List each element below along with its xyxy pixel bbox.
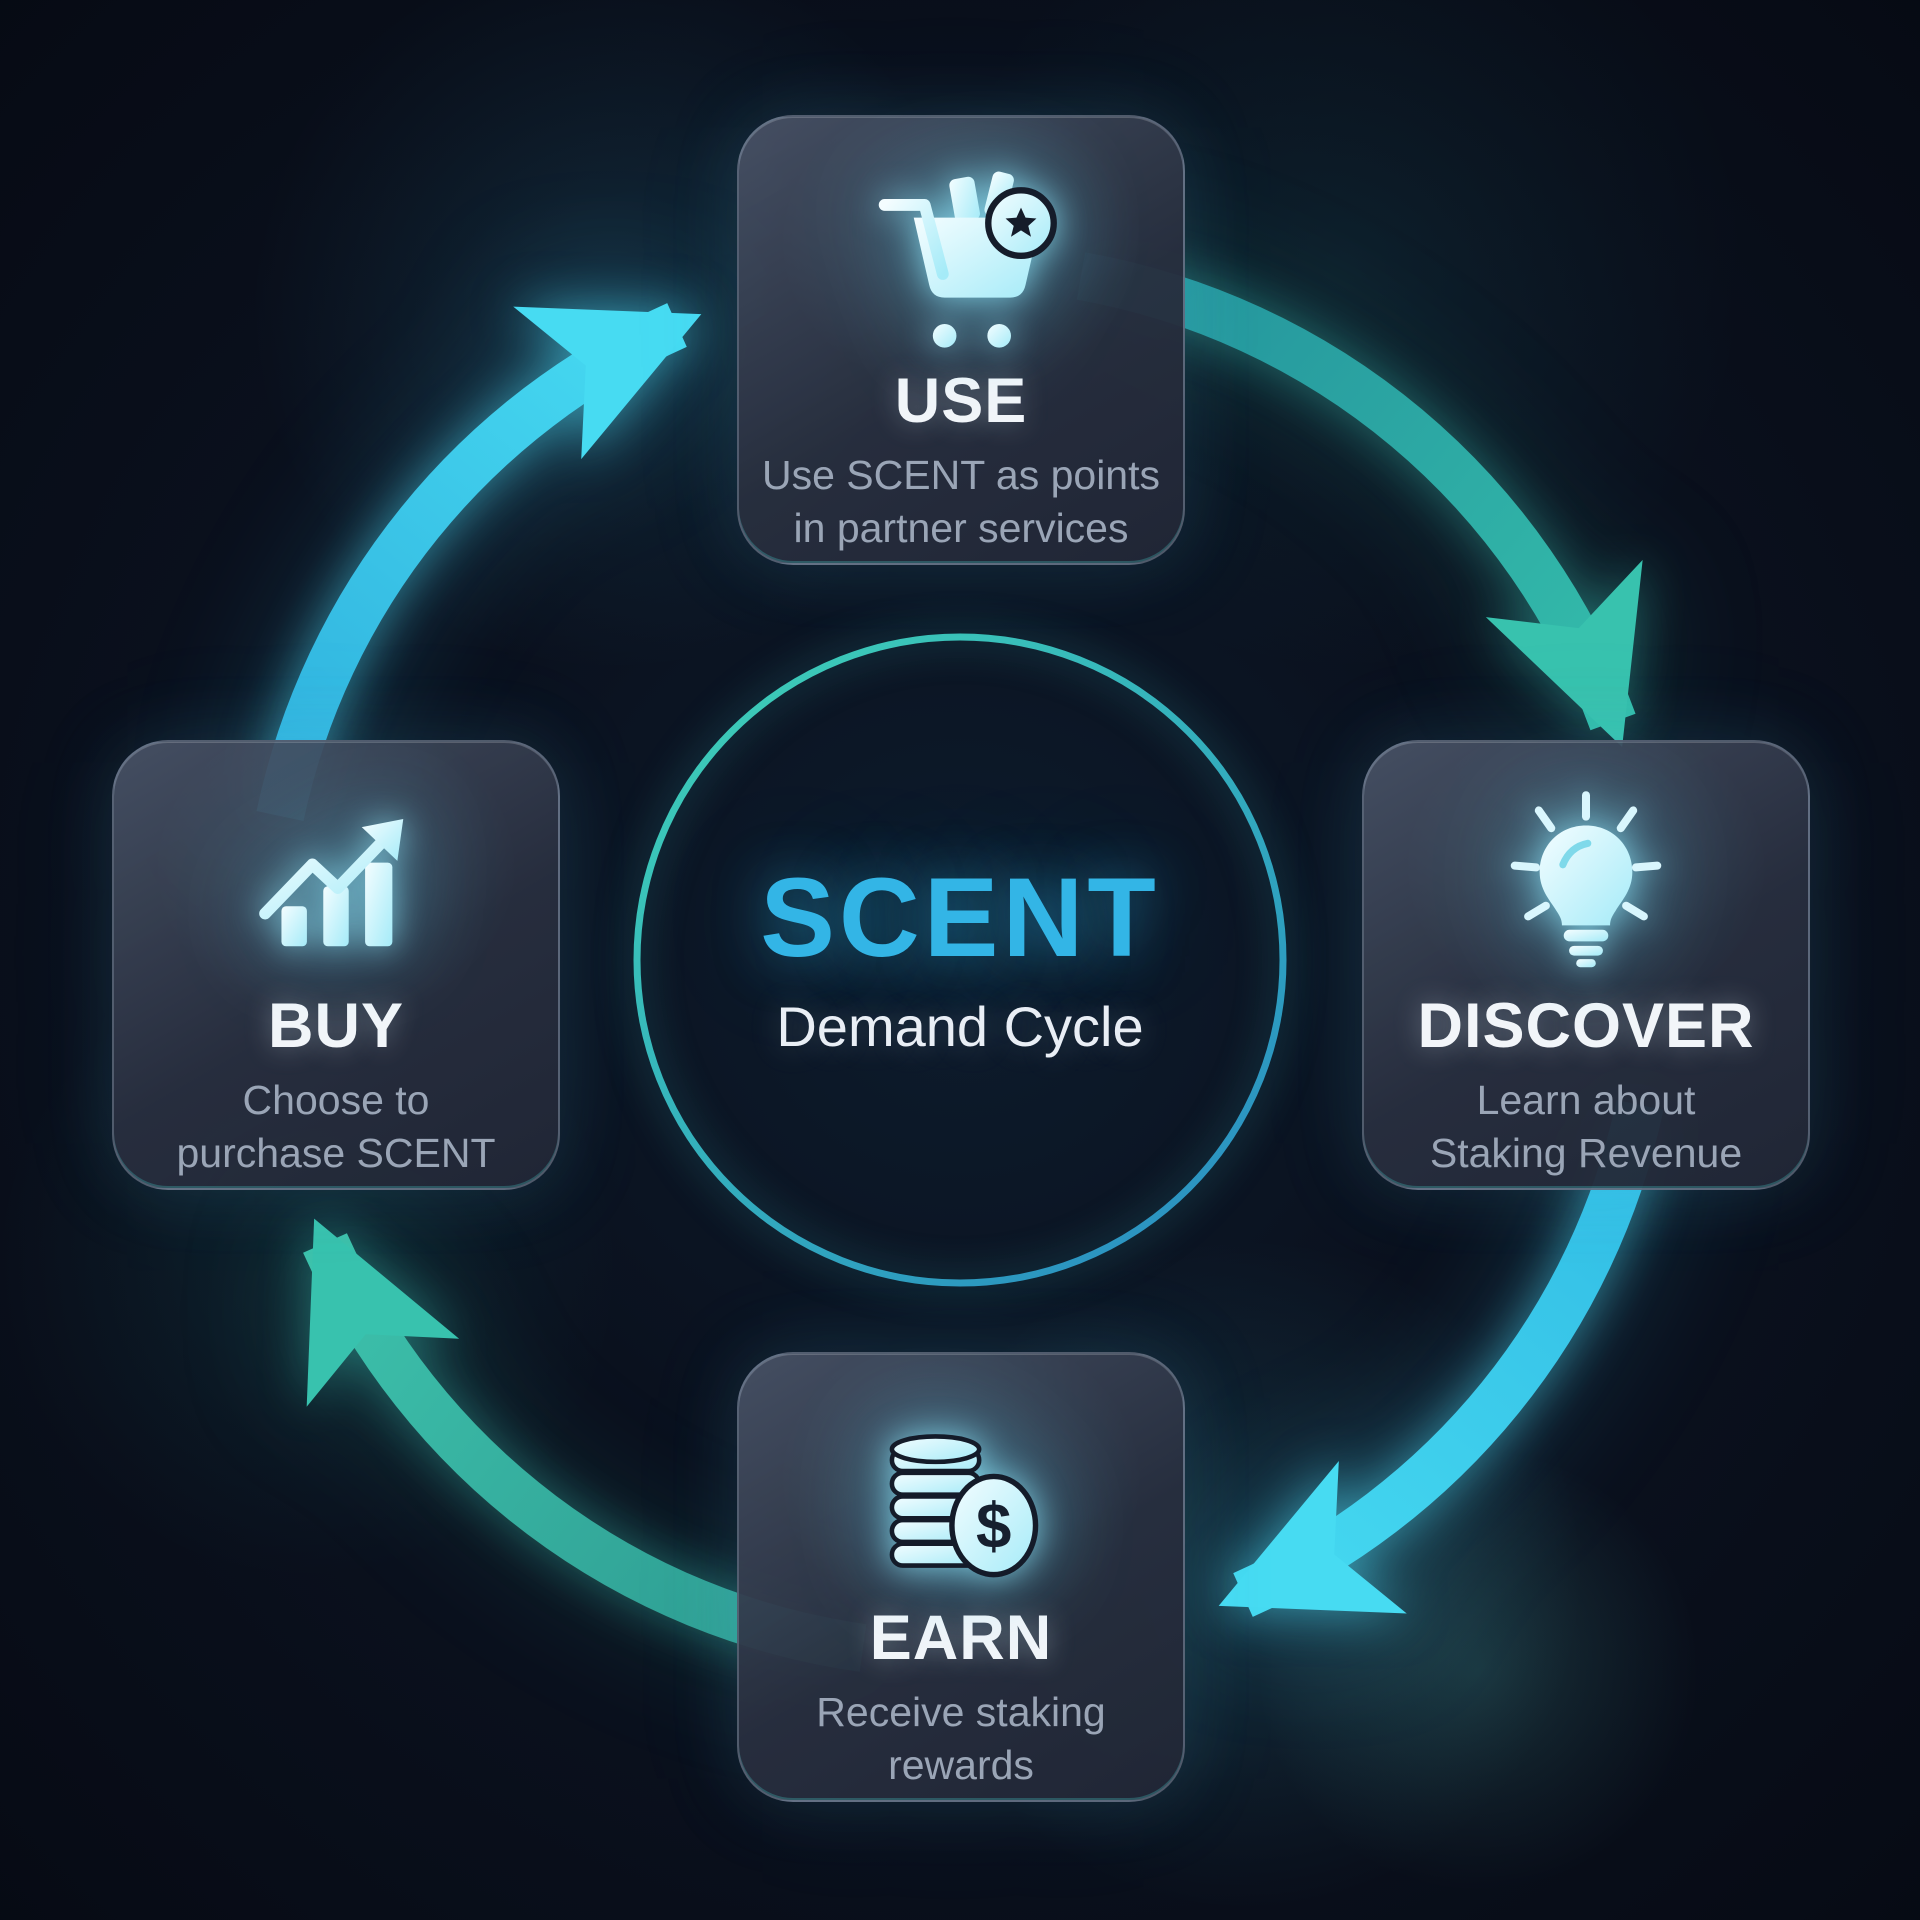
cart-star-icon	[856, 151, 1066, 357]
center-ring	[633, 633, 1287, 1287]
bar-chart-up-icon	[231, 776, 441, 982]
card-buy-title: BUY	[267, 991, 404, 1061]
arrow-discover-to-earn	[1218, 1099, 1664, 1617]
card-earn: $ EARN Receive staking rewards	[737, 1352, 1185, 1802]
card-buy-description: Choose to purchase SCENT	[176, 1077, 496, 1177]
card-buy: BUY Choose to purchase SCENT	[112, 740, 560, 1190]
center-title: SCENT	[760, 854, 1160, 980]
center-subtitle: Demand Cycle	[776, 994, 1144, 1058]
card-discover-title: DISCOVER	[1417, 991, 1755, 1061]
card-discover-description: Learn about Staking Revenue	[1429, 1077, 1743, 1177]
card-earn-title: EARN	[869, 1603, 1053, 1673]
lightbulb-icon	[1481, 776, 1691, 982]
card-earn-description: Receive staking rewards	[816, 1689, 1106, 1789]
center-label: SCENT Demand Cycle	[760, 853, 1160, 1059]
arrow-buy-to-use	[256, 303, 702, 821]
card-discover: DISCOVER Learn about Staking Revenue	[1362, 740, 1810, 1190]
card-use-description: Use SCENT as points in partner services	[761, 452, 1160, 552]
svg-text:$: $	[976, 1490, 1011, 1561]
card-use: USE Use SCENT as points in partner servi…	[737, 115, 1185, 565]
coins-dollar-icon: $	[856, 1388, 1066, 1594]
card-use-title: USE	[894, 366, 1028, 436]
